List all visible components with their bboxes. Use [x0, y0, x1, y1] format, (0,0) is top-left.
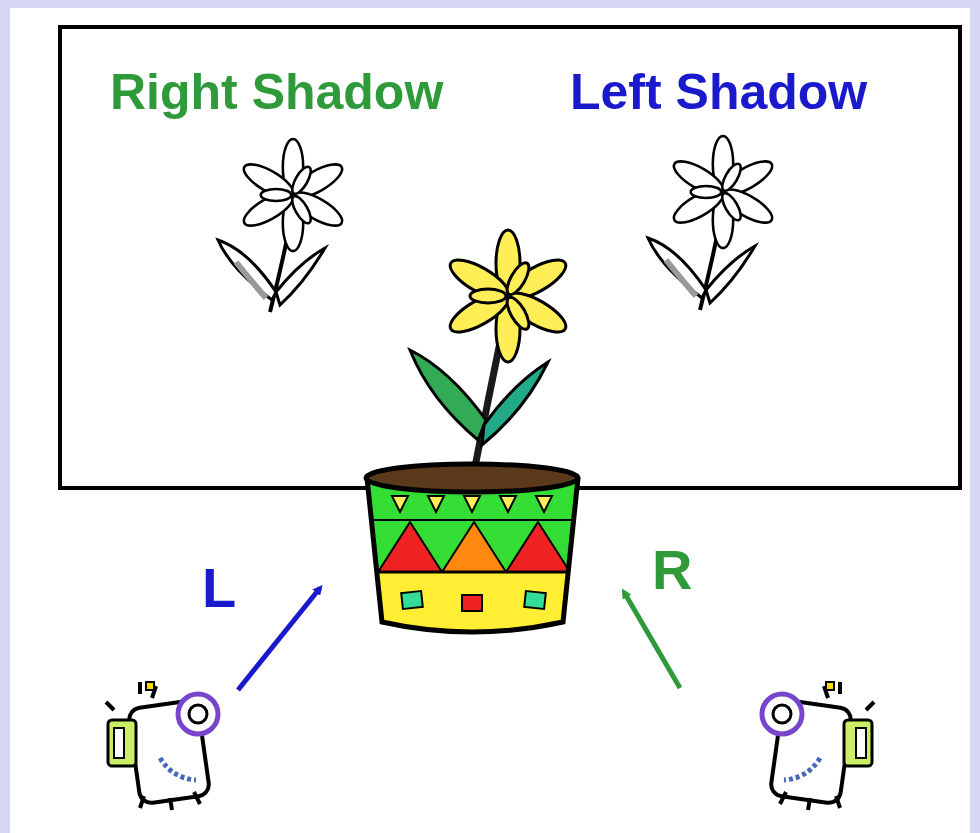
projector-camera	[106, 682, 218, 810]
shadow-flower	[648, 136, 777, 310]
flower-pot	[360, 464, 590, 652]
projection-arrow	[238, 588, 320, 690]
camera-label: L	[202, 560, 236, 616]
shadow-caption: Left Shadow	[570, 67, 867, 117]
projection-screen: Right Shadow Left Shadow	[58, 25, 962, 490]
camera-label: R	[652, 542, 692, 598]
shadow-flower	[218, 139, 347, 312]
projection-arrow	[624, 592, 680, 688]
potted-flower	[410, 230, 571, 482]
shadow-caption: Right Shadow	[110, 67, 443, 117]
projector-camera	[762, 682, 874, 810]
